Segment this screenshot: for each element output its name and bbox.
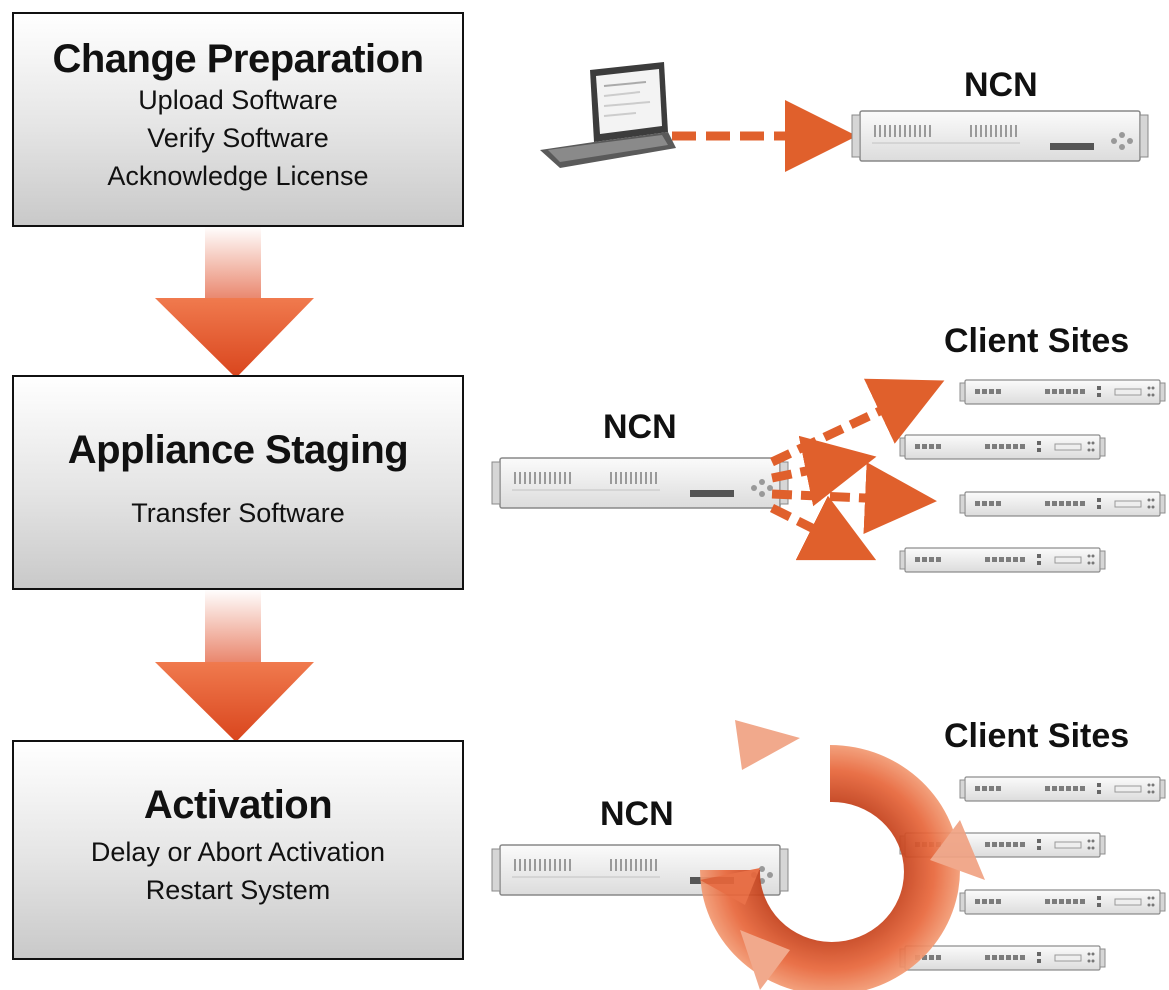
down-arrow-icon bbox=[155, 226, 314, 378]
ncn-label: NCN bbox=[964, 66, 1038, 104]
branch-appliance-icon bbox=[899, 547, 1106, 573]
branch-appliance-icon bbox=[959, 776, 1166, 802]
branch-appliance-icon bbox=[959, 379, 1166, 405]
branch-appliance-icon bbox=[899, 434, 1106, 460]
stage-title: Change Preparation bbox=[52, 37, 424, 81]
transfer-arrows bbox=[769, 378, 945, 561]
stage-title: Appliance Staging bbox=[67, 428, 409, 472]
laptop-icon bbox=[540, 62, 676, 168]
server-appliance-icon bbox=[851, 110, 1149, 162]
stage-step: Restart System bbox=[145, 874, 331, 905]
stage-title: Activation bbox=[143, 783, 333, 827]
stage-step: Transfer Software bbox=[131, 498, 345, 528]
cycle-arrows-icon bbox=[700, 720, 985, 990]
stage-step: Acknowledge License bbox=[107, 160, 369, 191]
down-arrow-icon bbox=[155, 589, 314, 742]
stage-box-activation: Activation Delay or Abort Activation Res… bbox=[12, 740, 464, 960]
stage-box-appliance-staging: Appliance Staging Transfer Software bbox=[12, 375, 464, 590]
stage-step: Delay or Abort Activation bbox=[90, 837, 386, 867]
client-sites-label: Client Sites bbox=[944, 322, 1130, 360]
branch-appliance-icon bbox=[899, 945, 1106, 971]
ncn-label: NCN bbox=[600, 795, 674, 833]
stage-step: Upload Software bbox=[138, 85, 338, 115]
server-appliance-icon bbox=[491, 457, 789, 509]
client-sites-label: Client Sites bbox=[944, 717, 1130, 755]
stage-box-change-preparation: Change Preparation Upload Software Verif… bbox=[12, 12, 464, 227]
stage-step: Verify Software bbox=[147, 122, 329, 153]
branch-appliance-icon bbox=[959, 491, 1166, 517]
ncn-label: NCN bbox=[603, 408, 677, 446]
branch-appliance-icon bbox=[959, 889, 1166, 915]
